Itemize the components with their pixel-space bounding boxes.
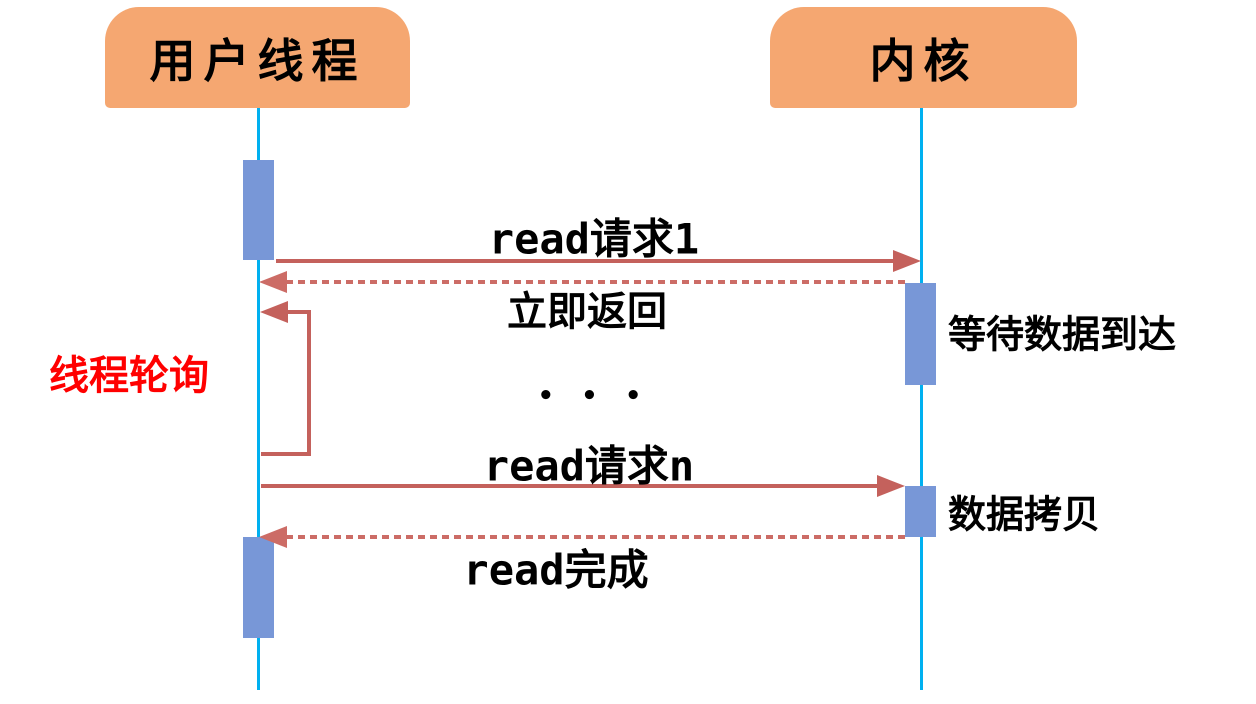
ellipsis-label: • • • [537,381,651,411]
kernel-label: 内核 [869,33,978,88]
lifeline-kernel [920,108,923,690]
annotation-wait-data-arrival: 等待数据到达 [948,312,1177,357]
annotation-thread-polling: 线程轮询 [49,353,209,399]
activation-bar-user-2 [243,537,274,638]
lifeline-user-thread [257,108,260,690]
arrowhead-read-request-n [877,475,905,497]
arrowhead-immediate-return [259,271,287,293]
lane-header-kernel: 内核 [770,7,1077,108]
activation-bar-kernel-wait [905,283,936,385]
message-label-read-request-1: read请求1 [488,214,700,264]
activation-bar-kernel-copy [905,486,936,537]
user-thread-label: 用户线程 [149,33,366,88]
message-label-read-complete: read完成 [463,545,649,595]
message-label-immediate-return: 立即返回 [507,289,667,335]
message-label-read-request-n: read请求n [483,441,695,491]
arrowhead-read-request-1 [893,250,921,272]
activation-bar-user-1 [243,160,274,260]
arrowhead-polling-loop [260,301,288,323]
annotation-data-copy: 数据拷贝 [948,492,1101,537]
arrowhead-read-complete [259,526,287,548]
polling-loop-line [261,310,311,456]
lane-header-user-thread: 用户线程 [105,7,410,108]
